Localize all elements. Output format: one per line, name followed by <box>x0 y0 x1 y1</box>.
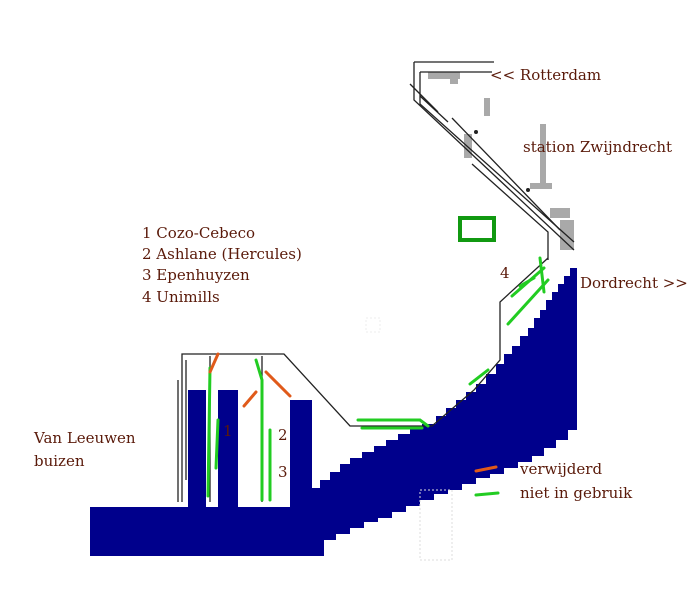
legend: verwijderd niet in gebruik <box>474 460 633 502</box>
company-item-2: 2 Ashlane (Hercules) <box>142 245 302 263</box>
switch-dot-2 <box>526 188 530 192</box>
ghost-outline-small <box>365 317 381 333</box>
unused-loop <box>356 418 430 428</box>
unused-unimills-1 <box>506 278 550 326</box>
platform-south <box>550 208 570 218</box>
legend-unused-label: niet in gebruik <box>520 484 633 502</box>
platform-station-base <box>530 183 552 189</box>
company-item-4: 4 Unimills <box>142 288 220 306</box>
removed-track-1 <box>208 352 220 374</box>
river-water <box>90 268 577 556</box>
unused-siding-1b <box>214 418 220 470</box>
rotterdam-label: << Rotterdam <box>490 66 601 84</box>
main-line <box>409 61 575 251</box>
platform-station <box>540 124 546 186</box>
legend-unused-swatch <box>474 491 500 497</box>
branch-main <box>181 257 549 502</box>
company-item-3: 3 Epenhuyzen <box>142 266 250 284</box>
ghost-outline <box>419 489 453 561</box>
removed-track-2 <box>264 370 292 398</box>
main-track-branch <box>409 83 439 113</box>
unused-tracks <box>206 256 550 502</box>
unused-unimills-3 <box>538 256 546 294</box>
marker-3: 3 <box>278 463 288 481</box>
unused-short <box>468 368 490 386</box>
platform-top <box>428 72 460 79</box>
station-platforms <box>428 72 574 250</box>
platform-top-end <box>450 78 458 84</box>
unused-siding-1 <box>206 366 212 498</box>
marker-2: 2 <box>278 426 288 444</box>
main-track-branch-2 <box>419 95 449 123</box>
van-leeuwen-label-1: Van Leeuwen <box>33 429 136 447</box>
legend-removed-label: verwijderd <box>519 460 602 478</box>
platform-left <box>464 134 472 158</box>
water-area <box>90 268 577 556</box>
dordrecht-label: Dordrecht >> <box>580 274 688 292</box>
switch-dot <box>474 130 478 134</box>
main-track-3 <box>451 117 561 231</box>
company-list: 1 Cozo-Cebeco 2 Ashlane (Hercules) 3 Epe… <box>142 224 302 306</box>
main-track-1 <box>413 62 575 251</box>
removed-tracks <box>208 352 292 408</box>
removed-track-3 <box>242 390 258 408</box>
marker-1: 1 <box>223 422 233 440</box>
platform-mid <box>484 98 490 116</box>
building-outline <box>458 216 496 242</box>
unused-unimills-4 <box>518 276 536 288</box>
unused-siding-2 <box>254 358 264 502</box>
station-label: station Zwijndrecht <box>523 138 672 156</box>
van-leeuwen-label-2: buizen <box>34 452 85 470</box>
branch-curve <box>471 163 549 260</box>
marker-4: 4 <box>500 264 510 282</box>
main-track-2 <box>419 72 575 243</box>
company-item-1: 1 Cozo-Cebeco <box>142 224 255 242</box>
legend-removed-swatch <box>474 465 498 473</box>
